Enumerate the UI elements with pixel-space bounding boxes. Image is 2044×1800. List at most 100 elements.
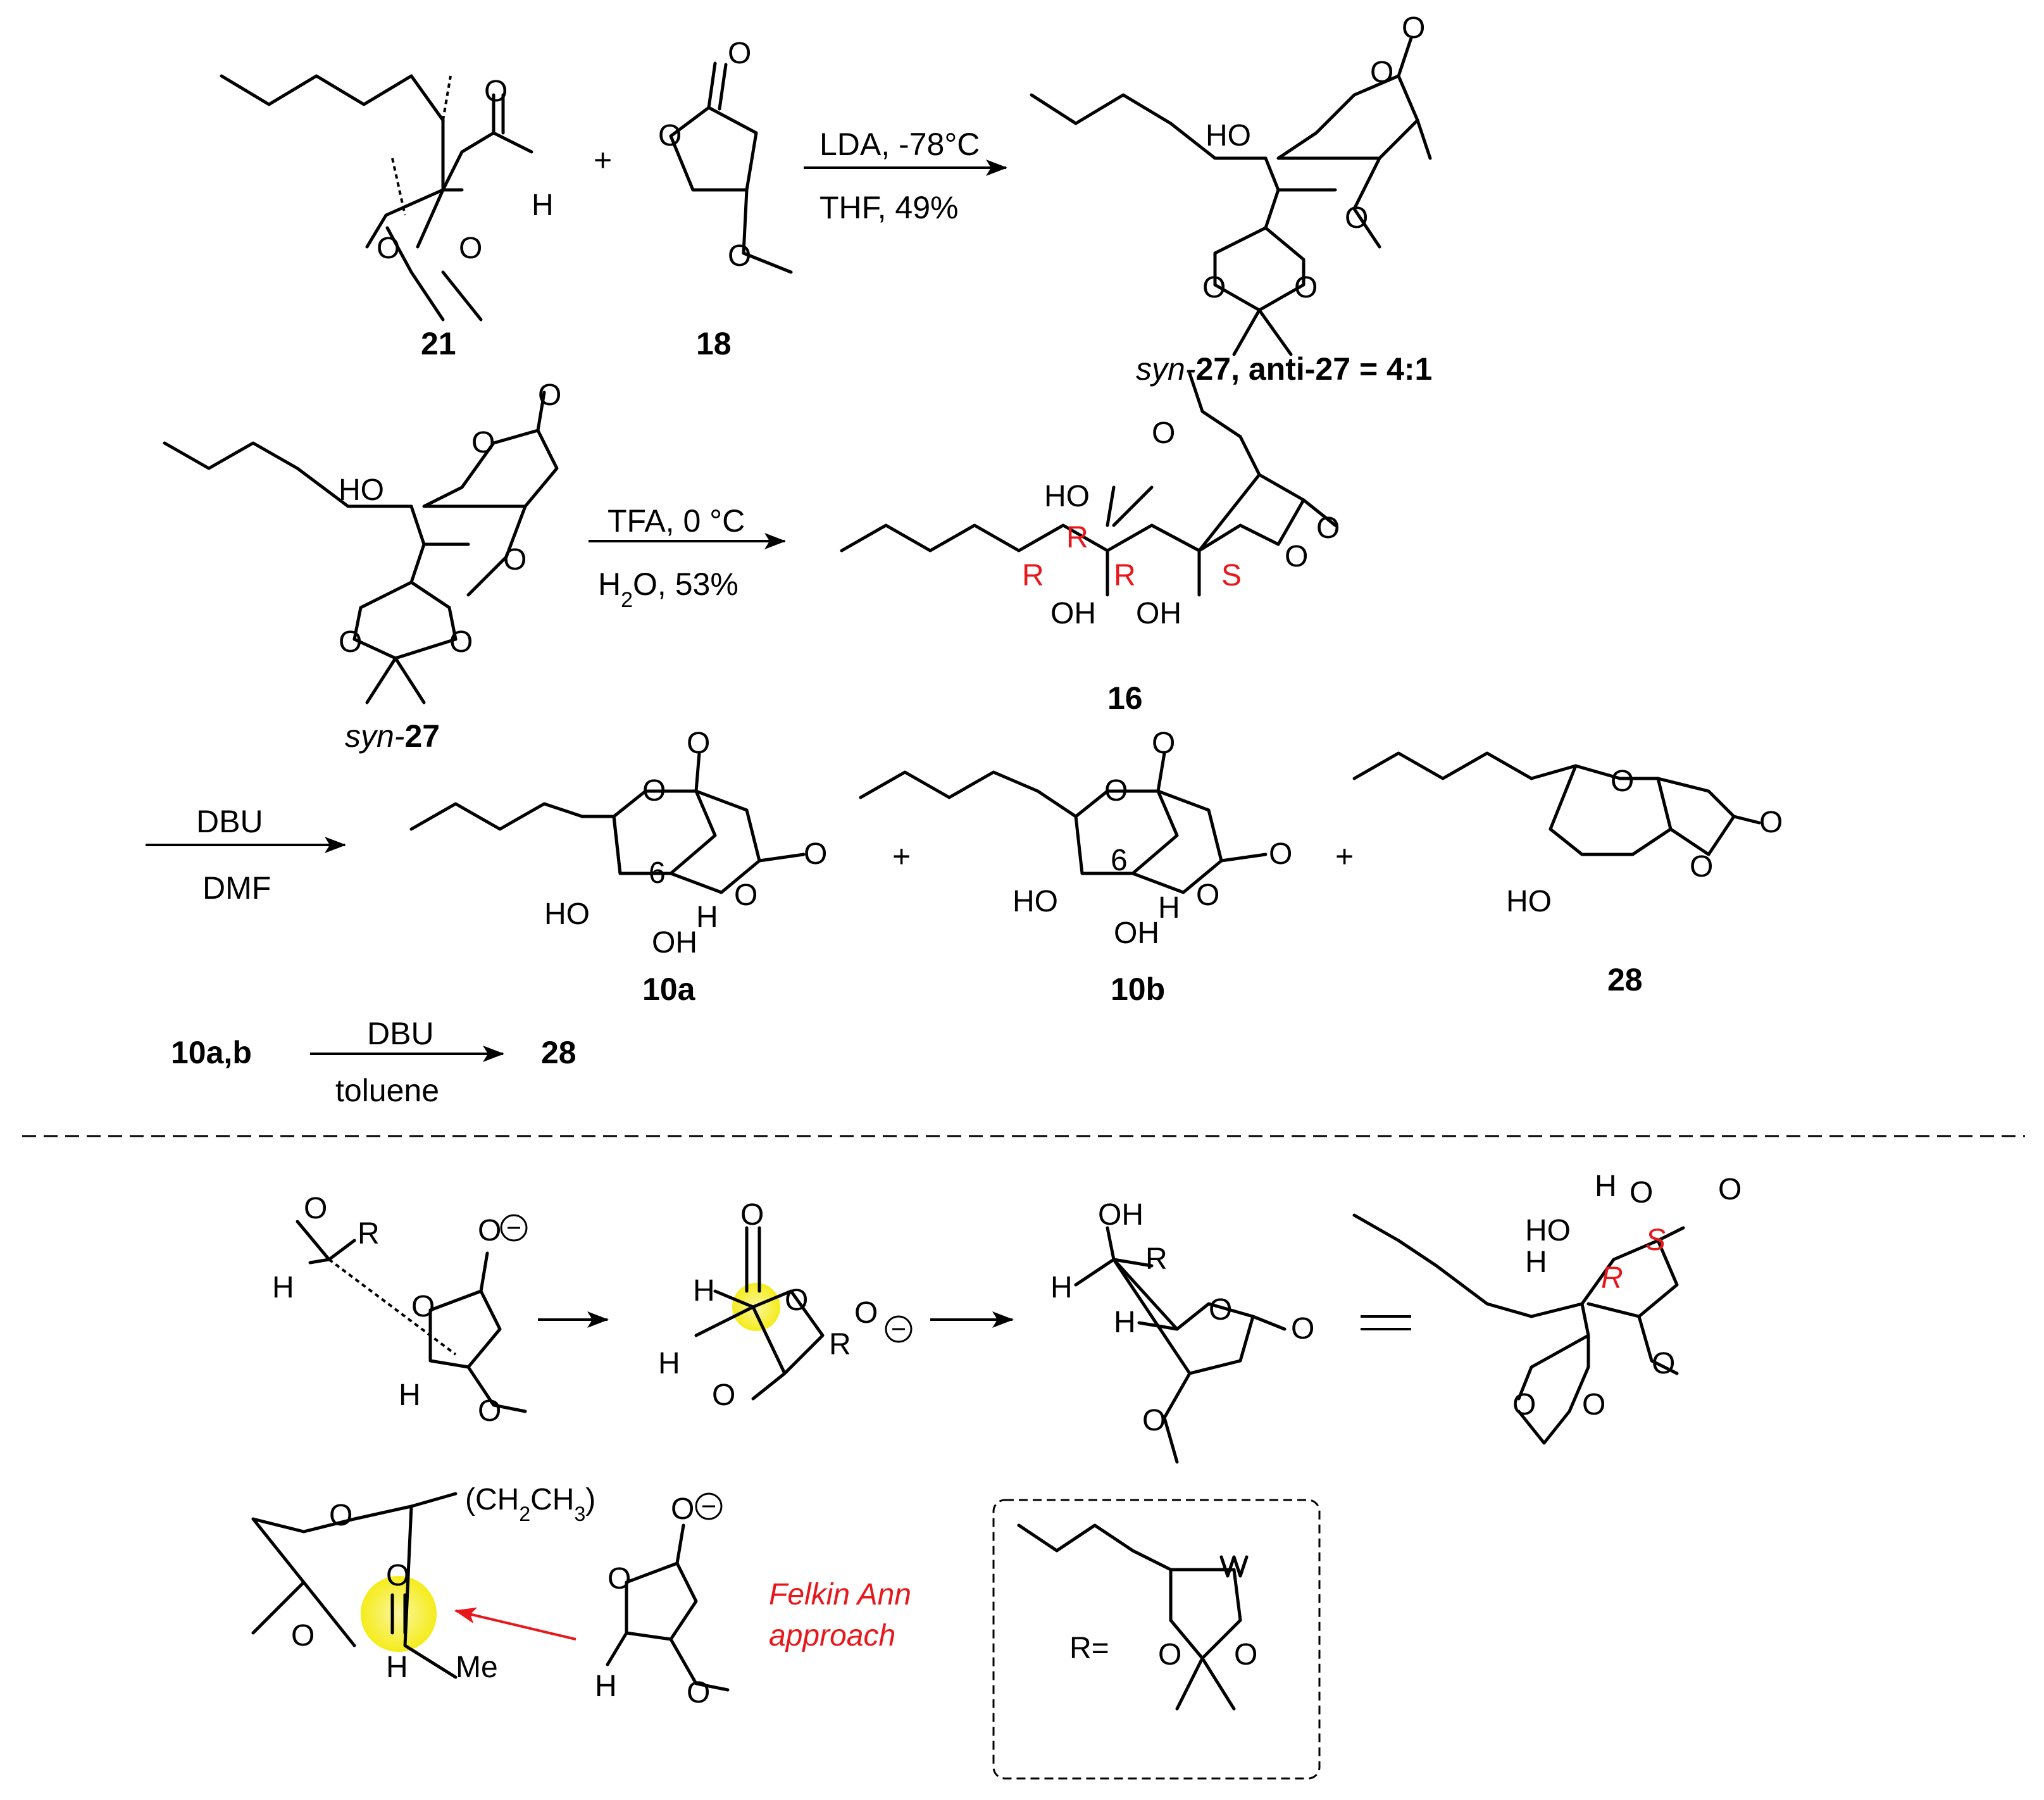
atom-h2-ts1: H — [399, 1378, 421, 1412]
atom-o-r-2: O — [1234, 1638, 1257, 1672]
mechanism-ts-2: O H H O R O O — [658, 1198, 913, 1412]
felkin-label-line-1: Felkin Ann — [769, 1578, 911, 1611]
atom-o-carbonyl-10b: O — [1269, 837, 1292, 871]
felkin-label-line-2: approach — [769, 1619, 895, 1653]
atom-ho-27: HO — [1206, 119, 1251, 153]
reagent-toluene: toluene — [335, 1073, 439, 1108]
mechanism-ts-1: O R H O O H O — [272, 1192, 528, 1428]
compound-21: O H O O 21 — [220, 74, 554, 361]
label-10ab: 10a,b — [171, 1035, 252, 1070]
atom-o-ring-10a: O — [734, 878, 757, 912]
atom-o-aldehyde: O — [484, 75, 508, 108]
atom-o-enolate-ts1: O — [478, 1214, 501, 1247]
compound-28: O O O HO 28 — [1352, 751, 1783, 997]
position-6-10b: 6 — [1111, 844, 1128, 877]
atom-o-carbonyl-syn27: O — [538, 378, 561, 412]
atom-h-felkin: H — [386, 1651, 408, 1684]
label-compound-18: 18 — [696, 326, 732, 361]
atom-ho-10b: HO — [1013, 885, 1058, 918]
mechanism-product: OH H R H O O O — [1050, 1198, 1314, 1464]
atom-o-ring-ts2: O — [785, 1284, 808, 1317]
reagent-thf: THF, 49% — [819, 190, 959, 225]
stereo-label-full-s: S — [1645, 1223, 1666, 1257]
atom-o-enolate-ts2: O — [854, 1296, 878, 1330]
atom-h-full: H — [1525, 1246, 1547, 1279]
label-substituent: (CH2CH3) — [465, 1483, 595, 1525]
atom-o-ring-full: O — [1630, 1176, 1653, 1209]
atom-o-methoxy-18: O — [728, 239, 751, 273]
minus-charge-icon-ts1 — [500, 1214, 528, 1242]
label-compound-28: 28 — [1607, 962, 1643, 997]
atom-o-ring-syn27b: O — [449, 625, 473, 659]
felkin-ann-label: Felkin Ann approach — [769, 1578, 911, 1653]
atom-o-ring-27: O — [1370, 56, 1393, 89]
label-me: Me — [456, 1651, 498, 1684]
atom-o-methoxy-10a: O — [687, 727, 710, 760]
atom-oh-10b: OH — [1114, 916, 1159, 950]
orbital-highlight-2 — [361, 1576, 437, 1652]
atom-o-ts2: O — [740, 1198, 764, 1232]
atom-o-methoxy-ts2: O — [712, 1378, 735, 1412]
atom-o-ring-10b: O — [1196, 878, 1219, 912]
compound-10a: O O O O HO OH H 6 10a — [409, 727, 827, 1007]
label-28-step4: 28 — [541, 1035, 576, 1070]
atom-o-methoxy-product: O — [1142, 1404, 1166, 1437]
atom-r-ts2: R — [829, 1328, 851, 1361]
atom-o-felkin-3: O — [386, 1559, 409, 1592]
atom-o-ring-27b: O — [1294, 271, 1318, 304]
atom-o-felkin-2: O — [291, 1619, 315, 1653]
atom-o-carbonyl-28: O — [1759, 806, 1783, 839]
atom-o-carbonyl-18: O — [728, 37, 751, 70]
atom-o-ring-product: O — [1209, 1293, 1232, 1327]
arrow-step-3: DBU DMF — [146, 804, 346, 906]
atom-h2-full: H — [1595, 1170, 1617, 1203]
atom-h-enolate: H — [595, 1670, 617, 1703]
arrow-felkin-attack — [454, 1607, 576, 1641]
atom-o-carbonyl-27: O — [1402, 11, 1425, 45]
reagent-dbu-1: DBU — [196, 804, 263, 839]
label-compound-10a: 10a — [642, 972, 696, 1007]
atom-o-methoxy-full: O — [1652, 1347, 1675, 1380]
atom-h2-ts2: H — [658, 1347, 680, 1380]
atom-o-carbonyl-10a: O — [804, 837, 827, 871]
minus-charge-icon-enolate — [695, 1492, 723, 1520]
compound-27: HO O O O O O syn-27, anti-27 = 4:1 — [1030, 11, 1432, 387]
plus-sign-2: + — [892, 839, 911, 874]
atom-h2-product: H — [1114, 1306, 1136, 1339]
atom-h-ts1: H — [272, 1271, 294, 1304]
stereo-label-r3: R — [1114, 559, 1136, 592]
equals-sign — [1361, 1315, 1411, 1330]
atom-h-10a: H — [696, 901, 718, 934]
atom-o-methoxy-16: O — [1152, 416, 1175, 450]
reagent-tfa: TFA, 0 °C — [608, 503, 745, 539]
enolate-felkin: O O H O — [595, 1492, 730, 1709]
label-syn-27: syn-27 — [345, 718, 440, 754]
atom-r-product: R — [1145, 1242, 1168, 1276]
label-compound-16: 16 — [1107, 680, 1143, 716]
plus-sign-1: + — [594, 142, 612, 178]
atom-o-methoxy-10b: O — [1152, 727, 1175, 760]
reagent-lda: LDA, -78°C — [819, 127, 980, 162]
atom-h-aldehyde: H — [532, 189, 554, 222]
compound-10b: O O O O HO OH H 6 10b — [859, 727, 1292, 1007]
label-compound-10b: 10b — [1111, 972, 1165, 1007]
stereo-label-r2: R — [1022, 559, 1044, 592]
compound-18: O O O 18 — [658, 37, 793, 361]
atom-o-ring-2: O — [459, 232, 482, 265]
label-r-equals: R= — [1069, 1632, 1109, 1665]
label-compound-21: 21 — [421, 326, 456, 361]
atom-o-dioxolane-2: O — [1582, 1388, 1605, 1422]
atom-o-ring-1: O — [377, 232, 400, 265]
r-definition-box: R= O O — [992, 1499, 1321, 1780]
atom-ho-10a: HO — [544, 897, 590, 931]
atom-o-enolate: O — [671, 1492, 694, 1526]
stereo-label-s: S — [1221, 559, 1242, 592]
stereo-label-r1: R — [1066, 521, 1088, 554]
atom-oh-16a: OH — [1050, 597, 1096, 630]
atom-o-methoxy-enolate: O — [687, 1676, 710, 1709]
minus-charge-icon-ts2 — [885, 1315, 913, 1343]
plus-sign-3: + — [1335, 839, 1354, 874]
felkin-ann-model: O O O H Me (CH2CH3) — [251, 1483, 595, 1684]
label-ratio-27: syn-27, anti-27 = 4:1 — [1136, 351, 1432, 387]
position-6-10a: 6 — [649, 856, 666, 890]
